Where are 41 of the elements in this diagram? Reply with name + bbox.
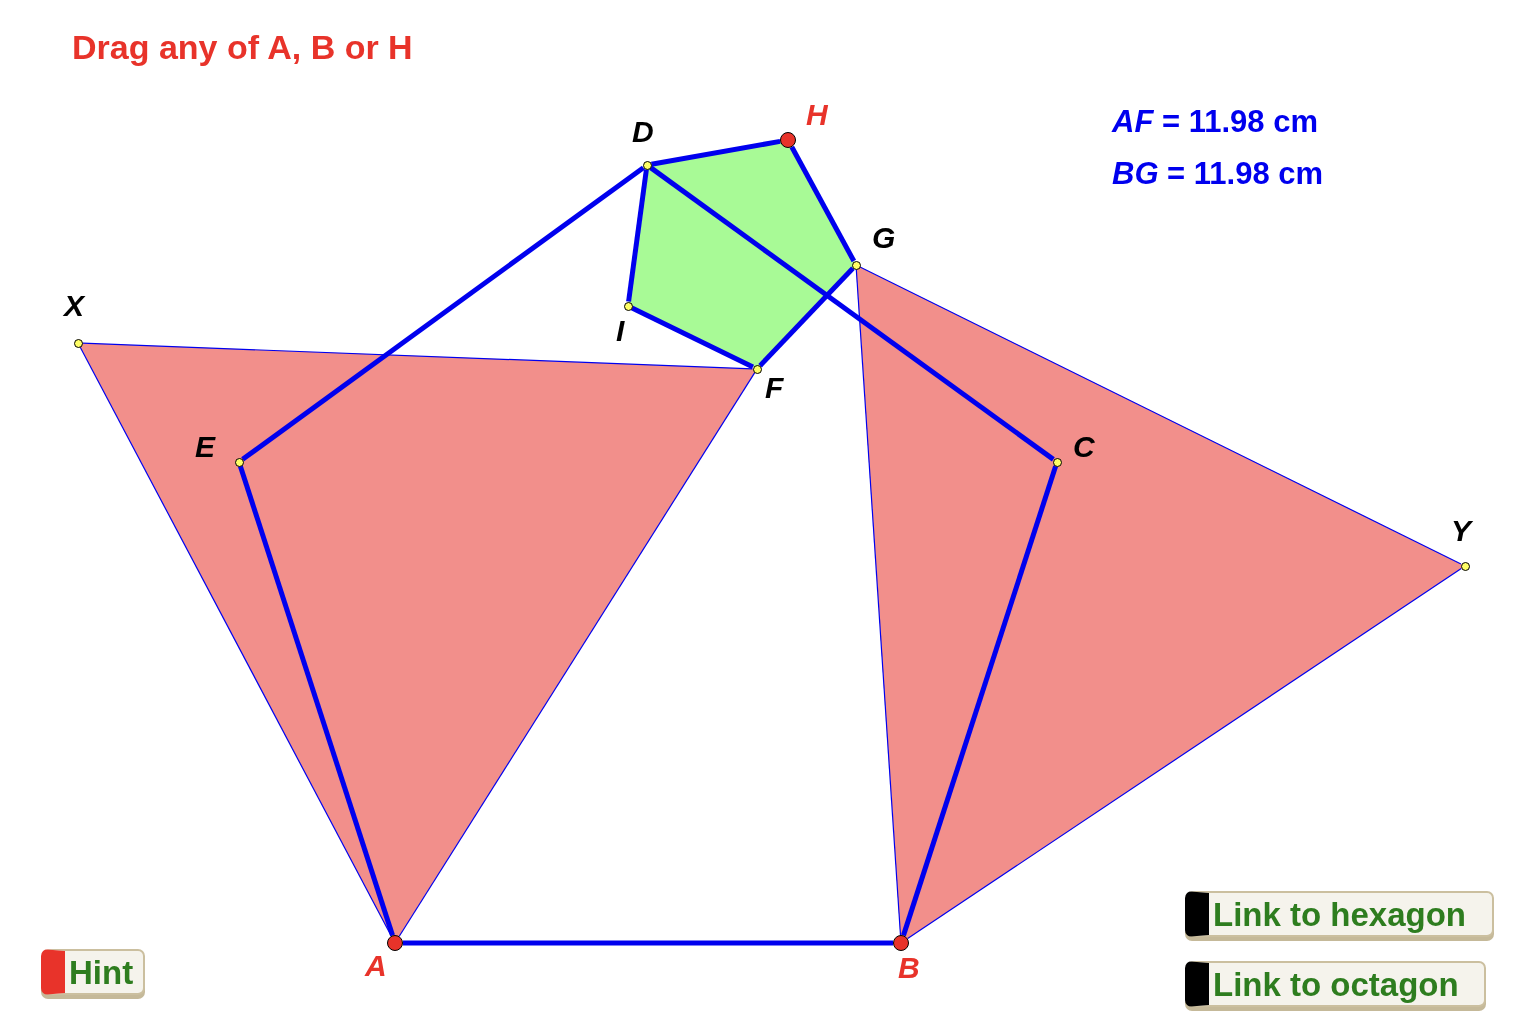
line-segment	[859, 266, 1462, 565]
line-segment	[630, 305, 755, 370]
line-segment	[901, 465, 1058, 937]
line-segment	[651, 138, 781, 167]
point-label: D	[632, 117, 654, 147]
line-segment	[238, 465, 395, 937]
point-marker	[780, 132, 796, 148]
point-marker	[851, 260, 861, 270]
point-marker	[1460, 561, 1470, 571]
point-label: B	[898, 953, 920, 983]
line-segment	[758, 266, 855, 368]
line-segment	[79, 346, 392, 937]
point-label: X	[64, 291, 84, 321]
measurement-text: BG = 11.98 cm	[1112, 156, 1324, 192]
line-segment	[81, 342, 754, 370]
line-segment	[789, 145, 857, 263]
instruction-heading: Drag any of A, B or H	[72, 28, 413, 67]
point-label: C	[1073, 432, 1095, 462]
point-label: H	[806, 100, 828, 130]
point-label: Y	[1451, 516, 1471, 546]
line-segment	[649, 165, 1055, 462]
line-segment	[403, 940, 893, 946]
point-marker	[893, 935, 909, 951]
point-marker	[623, 301, 633, 311]
point-marker	[73, 338, 83, 348]
point-marker	[387, 935, 403, 951]
point-label: F	[765, 373, 784, 403]
line-segment	[907, 567, 1462, 940]
point-marker	[752, 364, 762, 374]
measurement-text: AF = 11.98 cm	[1112, 104, 1318, 140]
point-marker	[234, 457, 244, 467]
line-segment	[398, 372, 756, 937]
line-segment	[241, 165, 645, 462]
line-segment	[855, 268, 902, 936]
point-label: E	[195, 432, 215, 462]
point-label: I	[616, 316, 625, 346]
point-label: A	[365, 951, 387, 981]
line-segment	[626, 169, 649, 302]
point-marker	[642, 160, 652, 170]
point-marker	[1052, 457, 1062, 467]
point-label: G	[872, 223, 896, 253]
